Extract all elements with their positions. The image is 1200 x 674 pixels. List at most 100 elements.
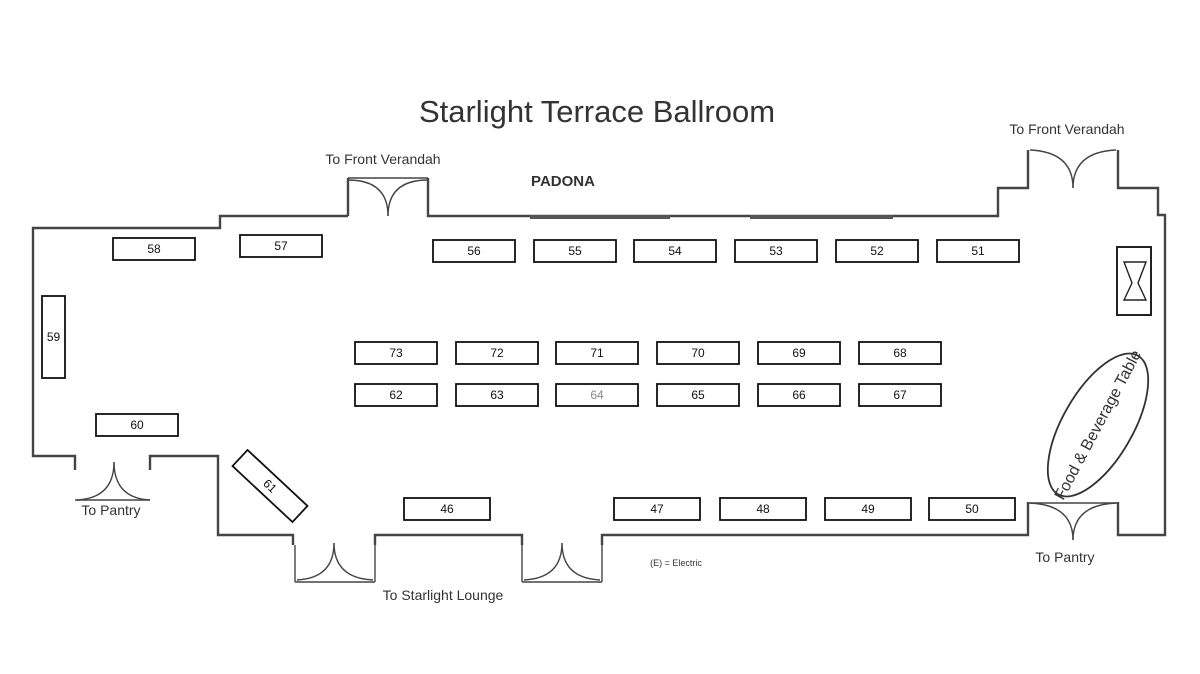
booth-69-number: 69 xyxy=(792,346,806,360)
booth-64[interactable]: 64 xyxy=(555,383,639,407)
booth-62[interactable]: 62 xyxy=(354,383,438,407)
booth-53[interactable]: 53 xyxy=(734,239,818,263)
booth-50[interactable]: 50 xyxy=(928,497,1016,521)
booth-60[interactable]: 60 xyxy=(95,413,179,437)
label-to-pantry-left: To Pantry xyxy=(81,502,140,518)
booth-50-number: 50 xyxy=(965,502,979,516)
booth-49-number: 49 xyxy=(861,502,875,516)
booth-71-number: 71 xyxy=(590,346,604,360)
booth-58-number: 58 xyxy=(147,242,161,256)
food-beverage-table: Food & Beverage Table xyxy=(1046,347,1150,503)
booth-53-box[interactable] xyxy=(734,239,818,263)
booth-69[interactable]: 69 xyxy=(757,341,841,365)
booth-56[interactable]: 56 xyxy=(432,239,516,263)
booth-65-number: 65 xyxy=(691,388,705,402)
booth-51-number: 51 xyxy=(971,244,985,258)
booth-66[interactable]: 66 xyxy=(757,383,841,407)
booth-49[interactable]: 49 xyxy=(824,497,912,521)
booth-59-box[interactable] xyxy=(41,295,66,379)
label-to-starlight-lounge: To Starlight Lounge xyxy=(383,587,504,603)
booth-65[interactable]: 65 xyxy=(656,383,740,407)
ballroom-wall-left-pantry-edge xyxy=(148,454,295,545)
booth-63-number: 63 xyxy=(490,388,504,402)
booth-72[interactable]: 72 xyxy=(455,341,539,365)
booth-67-box[interactable] xyxy=(858,383,942,407)
door-starlight-lounge-right xyxy=(521,542,603,583)
booth-56-number: 56 xyxy=(467,244,481,258)
booth-46-number: 46 xyxy=(440,502,454,516)
booth-61[interactable]: 61 xyxy=(231,448,309,524)
booth-55-box[interactable] xyxy=(533,239,617,263)
booth-70[interactable]: 70 xyxy=(656,341,740,365)
booth-51-box[interactable] xyxy=(936,239,1020,263)
booth-56-box[interactable] xyxy=(432,239,516,263)
ballroom-wall-top-right xyxy=(426,150,1030,218)
booth-47[interactable]: 47 xyxy=(613,497,701,521)
booth-58[interactable]: 58 xyxy=(112,237,196,261)
booth-52[interactable]: 52 xyxy=(835,239,919,263)
door-pantry-left xyxy=(75,461,151,501)
door-front-verandah-left xyxy=(347,177,429,217)
booth-73-box[interactable] xyxy=(354,341,438,365)
ballroom-wall-right xyxy=(1116,150,1167,537)
hourglass-fixture xyxy=(1116,246,1152,316)
booth-53-number: 53 xyxy=(769,244,783,258)
booth-48-number: 48 xyxy=(756,502,770,516)
booth-48[interactable]: 48 xyxy=(719,497,807,521)
booth-50-box[interactable] xyxy=(928,497,1016,521)
booth-64-box[interactable] xyxy=(555,383,639,407)
booth-67[interactable]: 67 xyxy=(858,383,942,407)
booth-46[interactable]: 46 xyxy=(403,497,491,521)
ballroom-wall xyxy=(31,214,348,470)
booth-49-box[interactable] xyxy=(824,497,912,521)
ballroom-wall-bottom-mid xyxy=(373,533,524,545)
booth-72-number: 72 xyxy=(490,346,504,360)
booth-72-box[interactable] xyxy=(455,341,539,365)
booth-69-box[interactable] xyxy=(757,341,841,365)
floorplan-title: Starlight Terrace Ballroom xyxy=(419,94,775,129)
door-front-verandah-right xyxy=(1029,149,1117,189)
booth-52-box[interactable] xyxy=(835,239,919,263)
booth-61-box[interactable] xyxy=(231,448,309,524)
booth-73[interactable]: 73 xyxy=(354,341,438,365)
booth-52-number: 52 xyxy=(870,244,884,258)
booth-57[interactable]: 57 xyxy=(239,234,323,258)
booth-67-number: 67 xyxy=(893,388,907,402)
booth-57-box[interactable] xyxy=(239,234,323,258)
booth-58-box[interactable] xyxy=(112,237,196,261)
booth-71[interactable]: 71 xyxy=(555,341,639,365)
booth-layer: 58 57 56 55 54 53 52 51 59 73 72 71 70 69 68 62 63 64 65 66… xyxy=(41,234,1020,524)
booth-65-box[interactable] xyxy=(656,383,740,407)
booth-70-box[interactable] xyxy=(656,341,740,365)
booth-47-box[interactable] xyxy=(613,497,701,521)
door-pantry-right xyxy=(1028,502,1118,541)
electric-legend: (E) = Electric xyxy=(650,558,702,568)
booth-63-box[interactable] xyxy=(455,383,539,407)
booth-66-box[interactable] xyxy=(757,383,841,407)
booth-55[interactable]: 55 xyxy=(533,239,617,263)
booth-70-number: 70 xyxy=(691,346,705,360)
label-to-front-verandah-left: To Front Verandah xyxy=(325,151,440,167)
booth-60-number: 60 xyxy=(130,418,144,432)
booth-68[interactable]: 68 xyxy=(858,341,942,365)
booth-54-box[interactable] xyxy=(633,239,717,263)
booth-64-number: 64 xyxy=(590,388,604,402)
booth-66-number: 66 xyxy=(792,388,806,402)
booth-60-box[interactable] xyxy=(95,413,179,437)
booth-73-number: 73 xyxy=(389,346,403,360)
booth-57-number: 57 xyxy=(274,239,288,253)
booth-51[interactable]: 51 xyxy=(936,239,1020,263)
booth-48-box[interactable] xyxy=(719,497,807,521)
booth-62-box[interactable] xyxy=(354,383,438,407)
door-starlight-lounge-left xyxy=(294,542,376,583)
booth-63[interactable]: 63 xyxy=(455,383,539,407)
label-to-front-verandah-right: To Front Verandah xyxy=(1009,121,1124,137)
booth-59[interactable]: 59 xyxy=(41,295,66,379)
label-padona: PADONA xyxy=(531,173,595,190)
booth-46-box[interactable] xyxy=(403,497,491,521)
booth-68-box[interactable] xyxy=(858,341,942,365)
booth-71-box[interactable] xyxy=(555,341,639,365)
booth-54[interactable]: 54 xyxy=(633,239,717,263)
booth-59-number: 59 xyxy=(47,330,61,344)
